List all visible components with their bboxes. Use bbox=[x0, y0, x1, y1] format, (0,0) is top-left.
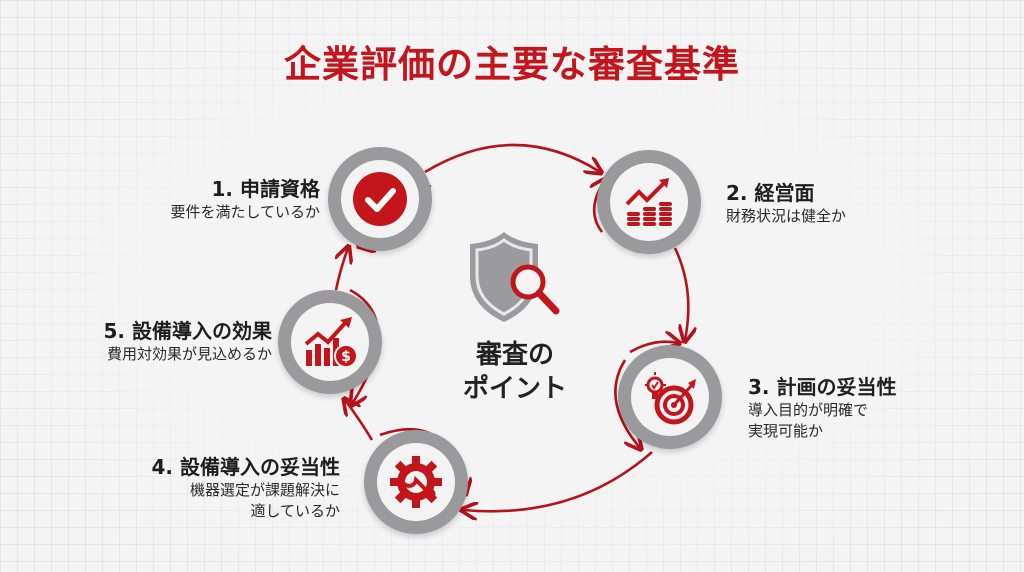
criterion-2-label: 2. 経営面 財務状況は健全か bbox=[726, 180, 846, 227]
criterion-1-title: 1. 申請資格 bbox=[211, 177, 320, 201]
criterion-4-title: 4. 設備導入の妥当性 bbox=[151, 455, 340, 479]
criterion-3-desc-line1: 導入目的が明確で bbox=[748, 401, 869, 419]
target-idea-icon bbox=[645, 372, 696, 425]
shield-magnifier-icon bbox=[462, 232, 562, 324]
criterion-2-title: 2. 経営面 bbox=[726, 181, 815, 205]
criterion-1-desc: 要件を満たしているか bbox=[170, 203, 320, 221]
criterion-3-desc-line2: 実現可能か bbox=[748, 422, 824, 440]
gear-wrench-icon bbox=[390, 456, 442, 508]
coins-growth-icon bbox=[625, 178, 672, 226]
criterion-5-node: $ bbox=[278, 290, 382, 394]
criterion-2-node bbox=[597, 150, 701, 254]
criterion-4-desc-line2: 適しているか bbox=[250, 502, 340, 520]
criterion-3-label: 3. 計画の妥当性 導入目的が明確で 実現可能か bbox=[748, 374, 896, 442]
criterion-1-label: 1. 申請資格 要件を満たしているか bbox=[170, 176, 320, 223]
criterion-4-label: 4. 設備導入の妥当性 機器選定が課題解決に 適しているか bbox=[152, 454, 340, 522]
criterion-2-desc: 財務状況は健全か bbox=[726, 207, 847, 225]
chart-dollar-icon: $ bbox=[304, 317, 358, 368]
checkmark-icon bbox=[353, 172, 407, 226]
svg-text:$: $ bbox=[341, 349, 351, 365]
criterion-5-title: 5. 設備導入の効果 bbox=[103, 319, 272, 343]
criterion-3-title: 3. 計画の妥当性 bbox=[748, 375, 897, 399]
criterion-1-node bbox=[328, 147, 432, 251]
criterion-4-node bbox=[364, 430, 468, 534]
criterion-3-node bbox=[618, 345, 722, 449]
criterion-4-desc-line1: 機器選定が課題解決に bbox=[189, 481, 340, 499]
criterion-5-desc: 費用対効果が見込めるか bbox=[106, 345, 272, 363]
center-label: 審査の ポイント bbox=[462, 340, 567, 404]
criterion-5-label: 5. 設備導入の効果 費用対効果が見込めるか bbox=[104, 318, 272, 365]
page-title: 企業評価の主要な審査基準 bbox=[284, 43, 740, 86]
